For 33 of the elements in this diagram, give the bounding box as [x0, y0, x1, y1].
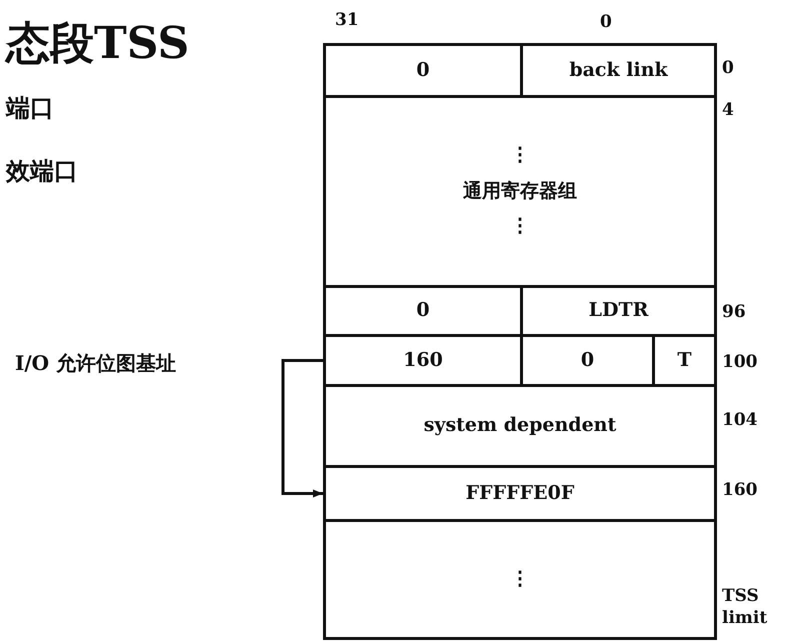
cell-text: 0: [416, 58, 430, 82]
memory-cell: [323, 95, 717, 288]
cell-text: LDTR: [588, 299, 648, 323]
memory-cell: [323, 384, 717, 468]
memory-cell: [323, 43, 523, 98]
memory-cell: [520, 43, 717, 98]
offset-number: 160: [722, 480, 758, 500]
heading-text: 端口: [6, 92, 54, 124]
cell-text: 0: [416, 299, 430, 323]
bit-number: 31: [335, 10, 359, 30]
offset-number: 4: [722, 100, 734, 120]
heading-text: 效端口: [6, 155, 78, 187]
cell-text: ⋮: [510, 215, 530, 240]
cell-text: 通用寄存器组: [463, 180, 577, 204]
cell-text: 0: [580, 348, 594, 372]
cell-text: ⋮: [510, 144, 530, 168]
field-caption: I/O 允许位图基址: [15, 350, 176, 377]
offset-number: TSS limit: [722, 585, 768, 630]
memory-cell: [323, 519, 717, 640]
bit-number: 0: [600, 12, 612, 32]
arrow: [282, 359, 323, 498]
cell-text: back link: [569, 58, 668, 82]
cell-text: FFFFFE0F: [466, 482, 574, 506]
cell-text: T: [677, 348, 692, 372]
offset-number: 0: [722, 58, 734, 78]
cell-text: system dependent: [424, 414, 616, 438]
offset-number: 104: [722, 410, 758, 430]
offset-number: 96: [722, 302, 746, 322]
memory-cell: [323, 465, 717, 522]
cell-text: 160: [403, 348, 443, 372]
cell-text: ⋮: [510, 568, 530, 592]
offset-number: 100: [722, 352, 758, 372]
title: 态段TSS: [6, 17, 190, 71]
